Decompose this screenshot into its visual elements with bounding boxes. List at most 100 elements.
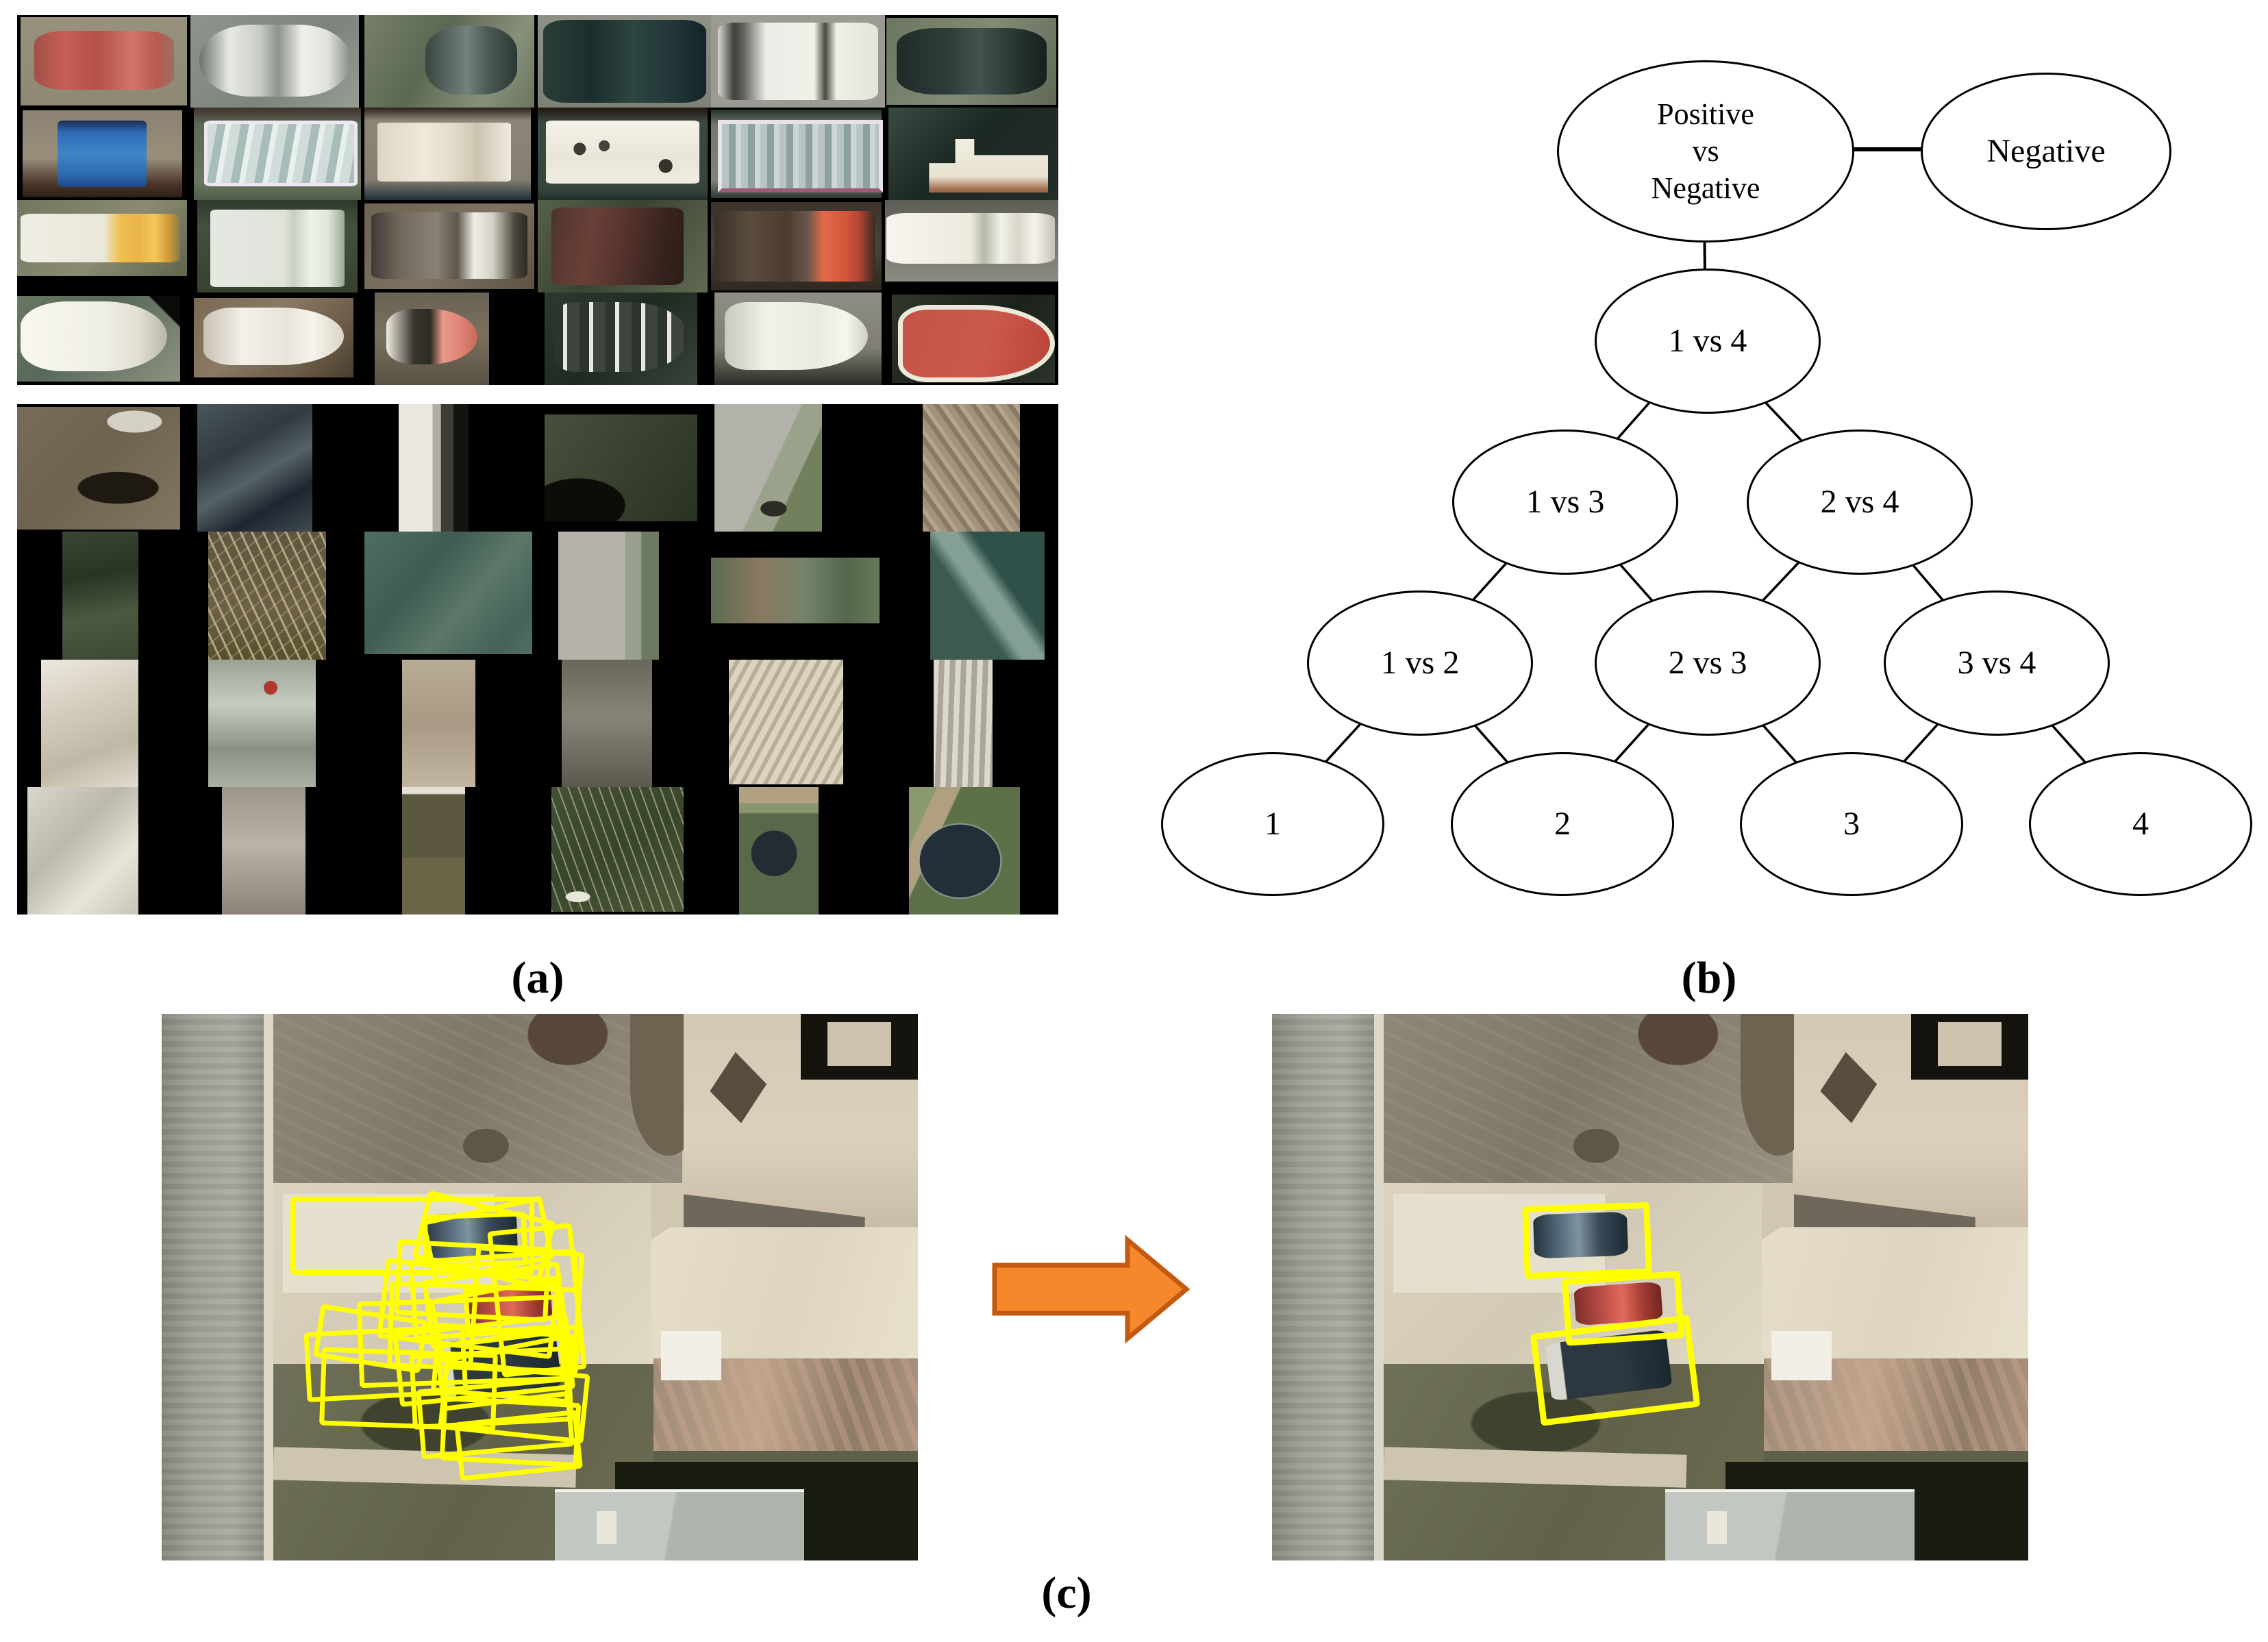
dark-red-truck-ground bbox=[537, 200, 708, 293]
mosaic-cell-terrain-strip bbox=[711, 532, 885, 660]
diagram-node-c2: 2 bbox=[1451, 752, 1674, 896]
terrain-strip-ground bbox=[711, 557, 880, 624]
mosaic-cell-striped-top-trailer bbox=[711, 108, 885, 200]
mosaic-cell-plowed-field bbox=[711, 659, 885, 787]
mosaic-cell-truck-orange-cab bbox=[711, 200, 885, 293]
white-boat-gray-bg-ground bbox=[714, 293, 882, 385]
detection-box bbox=[290, 1197, 534, 1276]
dirt-yard bbox=[273, 1014, 682, 1184]
diagram-node-label: 1 vs 2 bbox=[1380, 644, 1460, 681]
white-boat-gray-bg bbox=[724, 301, 869, 371]
mosaic-cell-blue-trailer bbox=[17, 108, 191, 200]
dirt-yard bbox=[1384, 1014, 1793, 1184]
dark-red-truck bbox=[551, 207, 684, 286]
white-gravel-ground bbox=[27, 786, 139, 915]
arrow-right-shape bbox=[992, 1234, 1191, 1344]
white-shed bbox=[660, 1330, 721, 1380]
white-tanker-truck bbox=[886, 213, 1055, 264]
light-gravel-ground bbox=[41, 659, 139, 787]
red-bow-boat-ground bbox=[374, 293, 490, 385]
road-shoulder bbox=[1374, 1014, 1384, 1560]
panel-c-left-image bbox=[162, 1014, 918, 1560]
diagram-node-v14: 1 vs 4 bbox=[1595, 269, 1821, 414]
panel-a-negatives bbox=[17, 404, 1058, 915]
small-pool-ground bbox=[738, 786, 819, 915]
mosaic-cell-grass-black-corner bbox=[537, 404, 712, 532]
dark-car bbox=[897, 28, 1047, 95]
mosaic-cell-gray-truck bbox=[364, 200, 538, 293]
silver-car bbox=[199, 24, 351, 97]
mosaic-cell-teal-streak bbox=[884, 532, 1058, 660]
mosaic-cell-gravel bbox=[884, 404, 1058, 532]
bare-branches-ground bbox=[208, 532, 326, 660]
detection-box bbox=[462, 1281, 562, 1336]
plowed-field-ground bbox=[728, 659, 843, 785]
mosaic-cell-dark-car bbox=[884, 15, 1058, 108]
mosaic-cell-olive-strip bbox=[364, 786, 538, 915]
striped-top-trailer bbox=[718, 120, 883, 192]
silver-car-ground bbox=[190, 15, 360, 108]
teal-streak-ground bbox=[930, 532, 1045, 660]
detection-box bbox=[422, 1211, 528, 1269]
white-trailer-ground bbox=[537, 108, 708, 200]
mosaic-cell-small-pool bbox=[711, 786, 885, 915]
mosaic-cell-tan-gravel bbox=[364, 659, 538, 787]
mosaic-cell-pavement-grass bbox=[711, 404, 885, 532]
mosaic-cell-white-boat-on-dark bbox=[884, 108, 1058, 200]
mosaic-cell-beige-rv bbox=[364, 108, 538, 200]
mosaic-cell-dark-car-grass bbox=[364, 15, 538, 108]
mosaic-cell-red-bow-boat bbox=[364, 293, 538, 385]
mosaic-cell-building-edge bbox=[364, 404, 538, 532]
mosaic-cell-white-trailer bbox=[537, 108, 712, 200]
mosaic-cell-white-van bbox=[711, 15, 885, 108]
white-box-truck-ground bbox=[197, 200, 358, 293]
mosaic-cell-white-boat-gray-bg bbox=[711, 293, 885, 385]
mosaic-cell-dark-red-truck bbox=[537, 200, 712, 293]
road bbox=[162, 1014, 264, 1560]
white-van-ground bbox=[711, 15, 885, 108]
detection-box bbox=[453, 1409, 583, 1481]
diagram-node-neg: Negative bbox=[1921, 73, 2171, 230]
diagram-node-label: 2 vs 3 bbox=[1668, 644, 1747, 681]
truck-orange-cab bbox=[714, 210, 875, 282]
diagram-node-label: 4 bbox=[2132, 805, 2149, 842]
diagram-node-label: 2 vs 4 bbox=[1820, 483, 1899, 520]
dark-car-grass bbox=[425, 26, 518, 95]
mosaic-cell-light-gravel bbox=[17, 659, 191, 787]
black-roof-inner bbox=[1937, 1021, 2002, 1066]
mosaic-cell-dirt-shadow bbox=[17, 404, 191, 532]
white-sailboat bbox=[203, 308, 345, 365]
black-roof-inner bbox=[827, 1021, 892, 1066]
diagram-node-v13: 1 vs 3 bbox=[1452, 430, 1678, 575]
mosaic-cell-yard-red-dot bbox=[190, 659, 364, 787]
beige-rv bbox=[377, 122, 511, 182]
dark-teal-car bbox=[543, 19, 706, 103]
panel-b-label: (b) bbox=[1681, 953, 1737, 1003]
diagram-node-c4: 4 bbox=[2029, 752, 2252, 896]
gravel-ground bbox=[923, 404, 1021, 532]
road-shoulder bbox=[264, 1014, 274, 1560]
white-boat-bow-right bbox=[20, 301, 168, 371]
foliage-ground bbox=[62, 532, 139, 660]
diagram-node-v23: 2 vs 3 bbox=[1595, 590, 1821, 736]
diagram-node-pvn: Positive vs Negative bbox=[1557, 60, 1854, 242]
truck-yellow-cab bbox=[20, 213, 181, 262]
panel-a-label: (a) bbox=[511, 953, 564, 1003]
gray-truck-ground bbox=[364, 203, 534, 289]
white-shed bbox=[1771, 1330, 1832, 1380]
white-box-truck bbox=[210, 209, 345, 287]
panel-b-diagram: Positive vs Negative Negative 1 vs 4 1 vs 3… bbox=[1151, 41, 2267, 911]
pavement-grass-ground bbox=[714, 404, 823, 532]
beige-rv-ground bbox=[364, 108, 531, 200]
mosaic-cell-striped-dark-boat bbox=[537, 293, 712, 385]
diagram-node-label: 3 bbox=[1843, 805, 1860, 842]
striped-strip-ground bbox=[933, 659, 993, 787]
mosaic-cell-white-gravel bbox=[17, 786, 191, 915]
panel-c-label: (c) bbox=[1041, 1568, 1092, 1618]
diagram-node-label: Negative bbox=[1986, 132, 2106, 169]
diagram-node-label: 1 vs 3 bbox=[1525, 483, 1605, 520]
mosaic-cell-teal-blur bbox=[364, 532, 538, 660]
white-boat-bow-right-ground bbox=[17, 296, 181, 382]
white-tanker-truck-ground bbox=[884, 200, 1058, 282]
mosaic-cell-dark-roof bbox=[190, 404, 364, 532]
